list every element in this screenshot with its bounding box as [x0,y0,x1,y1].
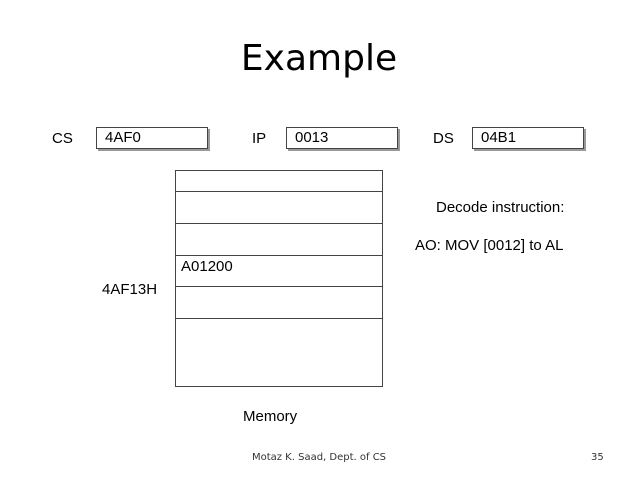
ds-register-box: 04B1 [472,127,584,149]
ip-label: IP [252,130,267,147]
decode-note: Decode instruction: [436,199,565,216]
memory-block: A01200 [175,170,383,387]
memory-row [176,192,382,224]
memory-row [176,224,382,256]
address-label: 4AF13H [102,281,158,298]
slide-title: Example [240,38,398,79]
instruction-note: AO: MOV [0012] to AL [415,237,564,254]
memory-row [176,171,382,192]
memory-row-data: A01200 [176,256,382,287]
footer-author: Motaz K. Saad, Dept. of CS [251,452,387,463]
ds-label: DS [433,130,454,147]
memory-row [176,319,382,386]
page-number: 35 [591,452,604,463]
memory-row [176,287,382,319]
cs-label: CS [52,130,73,147]
cs-register-box: 4AF0 [96,127,208,149]
ip-register-box: 0013 [286,127,398,149]
memory-caption: Memory [243,408,298,425]
